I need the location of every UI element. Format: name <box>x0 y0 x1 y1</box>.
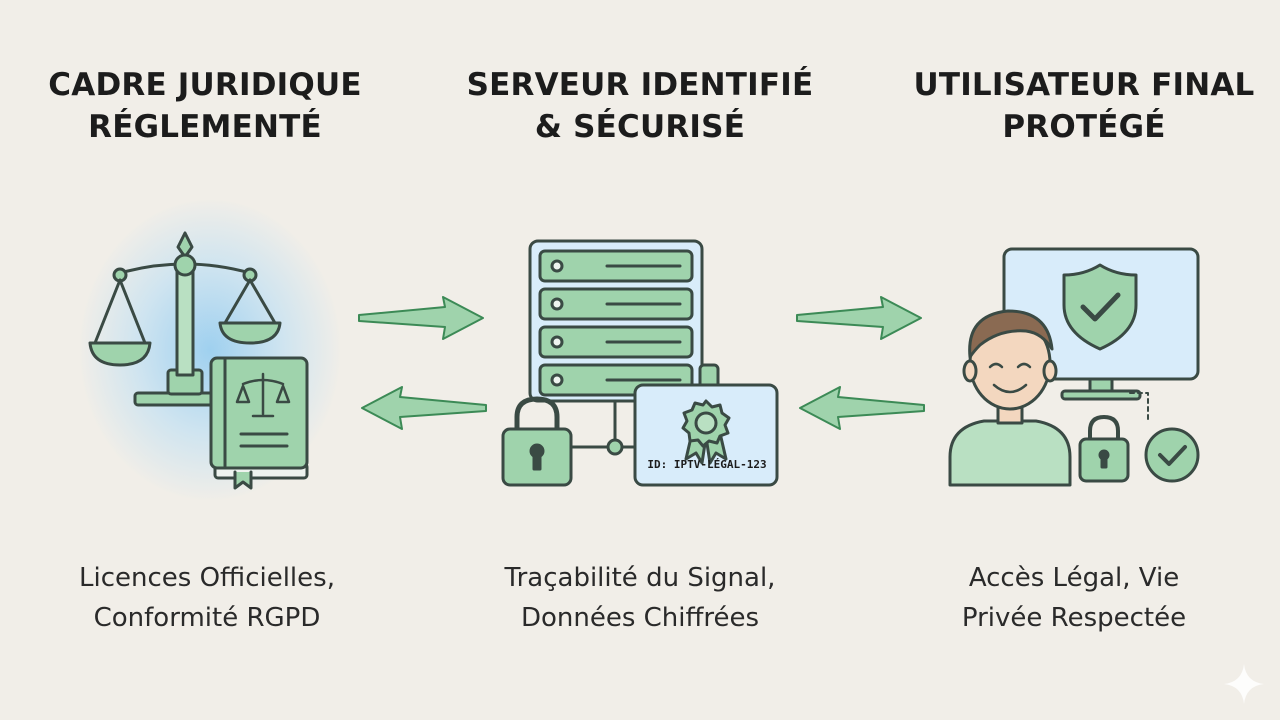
user-protected-icon <box>948 247 1200 487</box>
column-title-server: SERVEUR IDENTIFIÉ & SÉCURISÉ <box>440 64 840 148</box>
sparkle-icon <box>1224 664 1264 704</box>
title-line: RÉGLEMENTÉ <box>88 109 322 145</box>
server-badge-id: ID: IPTV-LÉGAL-123 <box>647 458 767 471</box>
arrow-left-icon <box>799 386 925 430</box>
arrow-right-icon <box>358 296 484 340</box>
server-icon <box>501 239 779 487</box>
column-title-user: UTILISATEUR FINAL PROTÉGÉ <box>884 64 1280 148</box>
description-line: Licences Officielles, <box>79 563 335 593</box>
column-title-legal: CADRE JURIDIQUE RÉGLEMENTÉ <box>5 64 405 148</box>
description-line: Conformité RGPD <box>93 603 321 633</box>
description-line: Privée Respectée <box>961 603 1187 633</box>
arrow-right-icon <box>796 296 922 340</box>
title-line: UTILISATEUR FINAL <box>913 67 1255 103</box>
title-line: CADRE JURIDIQUE <box>48 67 362 103</box>
description-line: Traçabilité du Signal, <box>504 563 776 593</box>
column-description-user: Accès Légal, Vie Privée Respectée <box>874 558 1274 638</box>
description-line: Données Chiffrées <box>520 603 760 633</box>
title-line: & SÉCURISÉ <box>534 109 746 145</box>
column-description-server: Traçabilité du Signal, Données Chiffrées <box>440 558 840 638</box>
law-book-icon <box>209 356 309 490</box>
title-line: SERVEUR IDENTIFIÉ <box>466 67 814 103</box>
title-line: PROTÉGÉ <box>1002 109 1166 145</box>
arrow-left-icon <box>361 386 487 430</box>
column-description-legal: Licences Officielles, Conformité RGPD <box>7 558 407 638</box>
description-line: Accès Légal, Vie <box>968 563 1180 593</box>
